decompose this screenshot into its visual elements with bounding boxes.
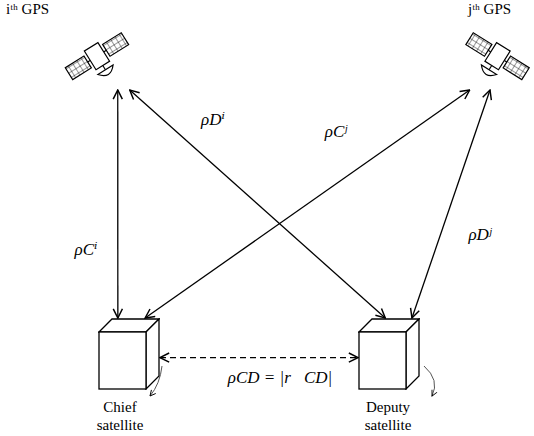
pseudorange-arrow xyxy=(412,90,490,318)
gps-satellite: jᵗʰ GPS xyxy=(462,25,532,90)
leader-line xyxy=(424,366,435,396)
relative-distance-line xyxy=(160,357,358,358)
gps-satellite-icon xyxy=(60,25,135,90)
gps-satellite: iᵗʰ GPS xyxy=(60,25,135,90)
satellite-label: jᵗʰ GPS xyxy=(466,0,513,18)
satellite-label: Deputy satellite xyxy=(346,398,430,434)
chief-satellite: Chief satellite xyxy=(98,318,160,390)
satellite-label: iᵗʰ GPS xyxy=(4,0,51,18)
distance-label: ρCD = |r⃗CD| xyxy=(225,368,336,388)
satellite-label: Chief satellite xyxy=(78,398,162,434)
deputy-satellite: Deputy satellite xyxy=(358,318,420,390)
cube-satellite-shape xyxy=(358,318,420,390)
distance-label: ρDʲ xyxy=(465,225,494,245)
distance-label: ρCʲ xyxy=(322,122,350,142)
gps-satellite-icon xyxy=(462,25,532,90)
cube-satellite-shape xyxy=(98,318,160,390)
distance-label: ρDⁱ xyxy=(198,110,228,130)
distance-label: ρCⁱ xyxy=(72,240,101,260)
pseudorange-arrow xyxy=(117,90,118,318)
pseudorange-arrow xyxy=(145,90,470,318)
pseudorange-arrow xyxy=(130,90,386,318)
